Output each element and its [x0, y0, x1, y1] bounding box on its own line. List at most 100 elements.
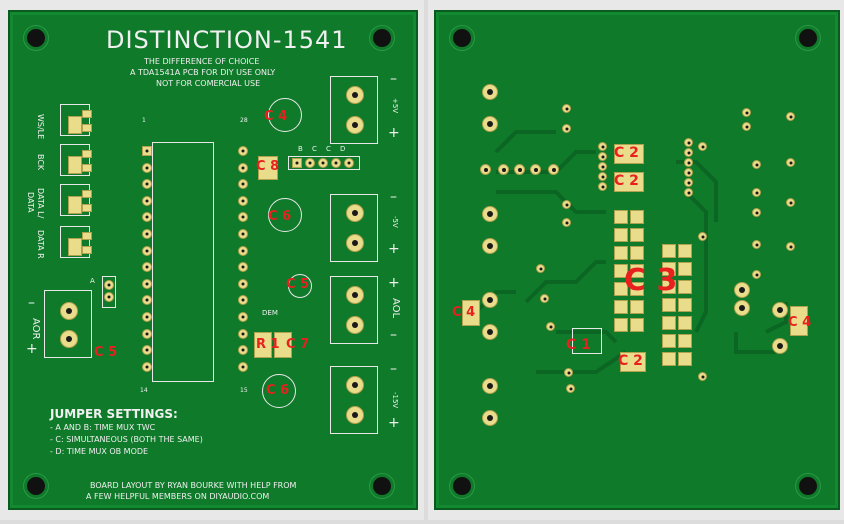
pad: [684, 178, 693, 187]
c3-cell: [614, 282, 628, 296]
pad: [82, 232, 92, 240]
pad: [238, 162, 248, 173]
c3-cell: [630, 282, 644, 296]
c3-cell: [662, 334, 676, 348]
ic-pin-15-label: 15: [240, 387, 248, 394]
input-footprint-4: [60, 226, 90, 258]
pad: [238, 179, 248, 190]
cap-c1-outline: [572, 328, 602, 354]
pad: [598, 172, 607, 181]
pad: [482, 324, 498, 340]
pad: [482, 84, 498, 100]
c3-cell: [614, 318, 628, 332]
label-c5b: C 5: [286, 277, 310, 292]
label-c4a: C 4: [452, 305, 476, 320]
cap-c8: [258, 156, 278, 180]
c3-cell: [630, 210, 644, 224]
pad: [238, 146, 248, 156]
pad: [598, 152, 607, 161]
c3-cell: [678, 280, 692, 294]
pad: [752, 208, 761, 217]
pad: [566, 384, 575, 393]
t4-plus: +: [388, 415, 400, 431]
input-footprint-1: [60, 104, 90, 136]
pad: [142, 212, 152, 223]
label-c6c: C 6: [266, 383, 290, 398]
pad: [238, 245, 248, 256]
aor-label: AOR: [30, 318, 41, 340]
label-c7: C 7: [286, 337, 310, 352]
pad: [318, 158, 328, 168]
pad: [772, 302, 788, 318]
pad: [142, 229, 152, 239]
cap-c4b: [790, 306, 808, 336]
c3-cell: [630, 246, 644, 260]
pad: [752, 240, 761, 249]
terminal-pad: [346, 234, 364, 252]
pad: [238, 312, 248, 322]
t2-label: -5V: [391, 216, 399, 228]
pad: [238, 345, 248, 356]
jumper-a: [102, 276, 116, 308]
label-c2a: C 2: [614, 145, 639, 161]
label-c4b: C 4: [788, 315, 812, 330]
jumper-line-3: - D: TIME MUX OB MODE: [50, 447, 149, 456]
label-ws-le: WS/LE: [36, 114, 45, 140]
c3-cell: [614, 210, 628, 224]
label-data-l-a: DATA L/: [36, 188, 45, 219]
subtitle-line-3: NOT FOR COMERCIAL USE: [156, 79, 261, 88]
credit-line-2: A FEW HELPFUL MEMBERS ON DIYAUDIO.COM: [86, 492, 270, 501]
resistor-r1: [254, 332, 272, 358]
t1-minus: –: [390, 71, 397, 87]
ic-pin-1-label: 1: [142, 117, 146, 124]
c3-cell: [678, 262, 692, 276]
back-pcb: C 2 C 2 C 3 C 4 C 1 C 2 C 4: [434, 10, 840, 510]
pad: [482, 378, 498, 394]
pad: [530, 164, 541, 175]
cap-c4-outline: [268, 98, 302, 132]
terminal-pad: [346, 376, 364, 394]
terminal-pad: [60, 302, 78, 320]
jumper-settings-title: JUMPER SETTINGS:: [50, 407, 178, 421]
front-pcb: DISTINCTION-1541 THE DIFFERENCE OF CHOIC…: [8, 10, 418, 510]
c3-cell: [678, 352, 692, 366]
t1-label: +5V: [391, 98, 399, 114]
pad: [238, 229, 248, 239]
t2-minus: –: [390, 189, 397, 205]
pad: [786, 112, 795, 121]
pad: [786, 242, 795, 251]
mount-hole-tr: [370, 26, 394, 50]
pad: [564, 368, 573, 377]
ic-pin-28-label: 28: [240, 117, 248, 124]
t4-label: -15V: [391, 392, 399, 409]
pad: [514, 164, 525, 175]
cap-c2b: [614, 172, 644, 192]
mount-hole-bl: [450, 474, 474, 498]
pad: [82, 190, 92, 198]
jumper-header: [288, 156, 360, 170]
label-c6a: C 6: [268, 209, 292, 224]
pad: [752, 188, 761, 197]
pad: [772, 338, 788, 354]
tda1541a-ic: [152, 142, 214, 382]
label-c3: C 3: [624, 263, 678, 298]
terminal-pad: [346, 204, 364, 222]
pad: [142, 328, 152, 339]
pad: [331, 158, 341, 168]
pad: [238, 295, 248, 306]
mount-hole-tl: [450, 26, 474, 50]
pad: [734, 282, 750, 298]
t4-minus: –: [390, 361, 397, 377]
pad: [562, 218, 571, 227]
c3-cell: [678, 316, 692, 330]
pad: [142, 278, 152, 289]
pad: [698, 232, 707, 241]
pad: [344, 158, 354, 168]
pad: [480, 164, 491, 175]
c3-cell: [678, 298, 692, 312]
pad: [684, 168, 693, 177]
pad: [142, 146, 152, 156]
pad: [238, 278, 248, 289]
label-c8: C 8: [256, 159, 280, 174]
pad: [82, 110, 92, 118]
